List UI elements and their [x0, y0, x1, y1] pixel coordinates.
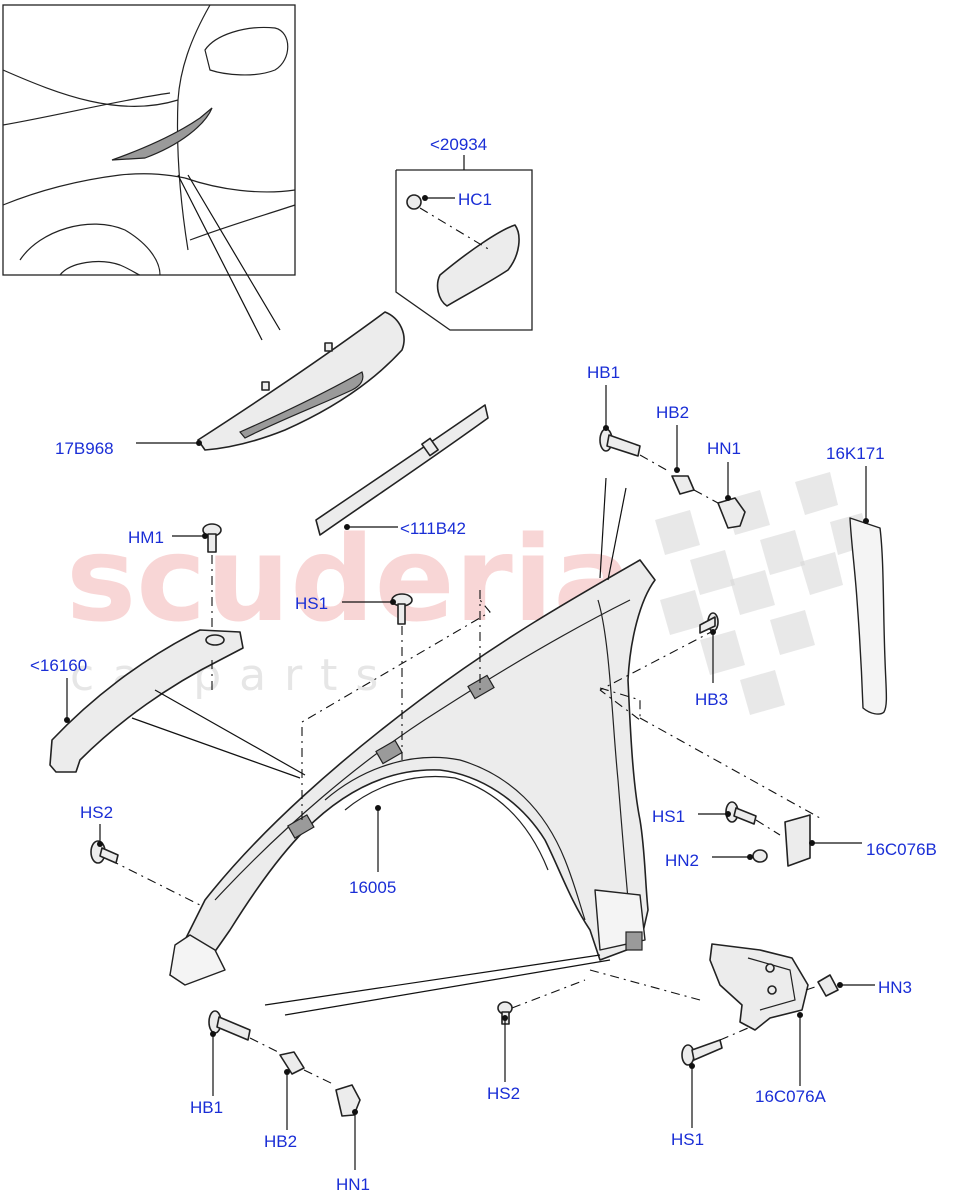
nut-hn3 — [805, 974, 875, 997]
callout-hs1-right: HS1 — [652, 807, 685, 826]
callout-hb2-top: HB2 — [656, 403, 689, 422]
callout-hb1-top: HB1 — [587, 363, 620, 382]
fender-panel — [169, 559, 656, 981]
vent-mesh — [239, 371, 364, 439]
fender-seal — [849, 517, 888, 715]
callout-hs2-left: HS2 — [80, 803, 113, 822]
bolt-hb1-top — [599, 385, 641, 457]
fender-lower-foot — [169, 934, 226, 986]
bolt-hb1-bottom — [208, 1010, 251, 1096]
callout-111b42: <111B42 — [400, 519, 466, 538]
fender-bracket — [49, 629, 244, 773]
badge-detail-box — [395, 155, 533, 331]
bracket-16160 — [49, 629, 244, 773]
callout-16k171: 16K171 — [826, 444, 885, 463]
inset-wheel-arch — [19, 223, 161, 276]
callout-hn1-top: HN1 — [707, 439, 741, 458]
screw-hs2-bottom — [497, 1001, 513, 1082]
callout-hs2-bottom: HS2 — [487, 1084, 520, 1103]
callout-16c076b: 16C076B — [866, 840, 937, 859]
watermark: scuderia c a r p a r t s — [66, 472, 870, 715]
callout-hn3: HN3 — [878, 978, 912, 997]
inset-vent-highlight — [111, 107, 213, 161]
seal-16k171 — [849, 466, 888, 715]
inset-a-pillar — [176, 4, 211, 251]
side-badge — [436, 224, 520, 307]
callout-16c076a: 16C076A — [755, 1087, 827, 1106]
inset-frame — [2, 4, 296, 276]
small-bracket — [784, 814, 811, 867]
bracket-16c076a — [709, 943, 809, 1086]
callout-hb2-bottom: HB2 — [264, 1132, 297, 1151]
screw-hs2-left — [90, 824, 119, 864]
inset-mirror — [204, 26, 289, 76]
inset-hood-line — [2, 69, 179, 107]
callout-hs1-top: HS1 — [295, 594, 328, 613]
upper-fasteners — [599, 385, 746, 529]
callout-hc1: HC1 — [458, 190, 492, 209]
nut-hn1-bottom — [335, 1084, 361, 1170]
callout-hb1-bottom: HB1 — [190, 1098, 223, 1117]
screw-hs1-bottom — [681, 1027, 749, 1128]
callout-hs1-bottom: HS1 — [671, 1130, 704, 1149]
screw-hs1-top — [342, 593, 413, 625]
callout-hn2: HN2 — [665, 851, 699, 870]
bolt-hb2-bottom — [279, 1051, 305, 1130]
bolt-hb2-top — [671, 425, 695, 495]
clip-hc1 — [406, 194, 422, 210]
hinge-bracket — [709, 943, 809, 1031]
stud-hm1 — [172, 523, 222, 630]
vehicle-location-inset — [2, 4, 296, 276]
callout-16005: 16005 — [349, 878, 396, 897]
nut-hn2 — [712, 849, 768, 863]
vent-moulding-17b968 — [136, 311, 405, 451]
callout-hn1-bottom: HN1 — [336, 1175, 370, 1194]
bolt-hb3 — [699, 612, 719, 683]
screw-hs1-right — [698, 801, 781, 836]
badge-detail-frame — [395, 169, 533, 331]
front-fender-16005 — [169, 559, 656, 986]
callout-hb3: HB3 — [695, 690, 728, 709]
seal-pad-111b42 — [315, 404, 489, 536]
callout-20934: <20934 — [430, 135, 487, 154]
seal-pad — [315, 404, 489, 536]
callout-17b968: 17B968 — [55, 439, 114, 458]
vent-moulding — [197, 311, 405, 451]
callout-hm1: HM1 — [128, 528, 164, 547]
watermark-checker-flag — [655, 472, 870, 715]
bracket-16c076b — [784, 814, 862, 867]
callout-16160: <16160 — [30, 656, 87, 675]
nut-hn1-top — [717, 462, 746, 529]
